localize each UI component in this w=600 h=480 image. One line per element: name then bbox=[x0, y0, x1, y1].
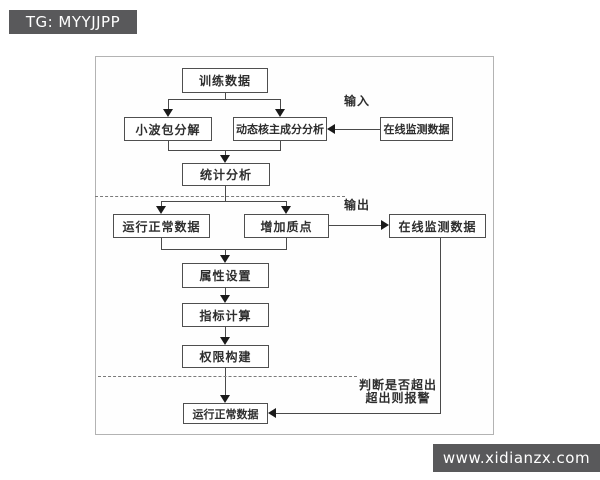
node-statistical-analysis: 统计分析 bbox=[182, 163, 270, 186]
connector bbox=[161, 238, 162, 249]
connector bbox=[276, 413, 441, 414]
connector bbox=[286, 201, 287, 207]
connector bbox=[286, 238, 287, 249]
connector bbox=[225, 288, 226, 296]
arrowhead-down-icon bbox=[156, 206, 166, 214]
node-training-data: 训练数据 bbox=[182, 68, 268, 93]
connector bbox=[168, 99, 281, 100]
connector bbox=[225, 368, 226, 396]
node-dynamic-kernel-pca: 动态核主成分分析 bbox=[233, 117, 327, 141]
node-wavelet-packet-decomposition: 小波包分解 bbox=[124, 117, 212, 141]
node-normal-operation-data: 运行正常数据 bbox=[113, 214, 210, 238]
connector bbox=[335, 129, 380, 130]
output-label: 输出 bbox=[344, 198, 371, 212]
arrowhead-down-icon bbox=[220, 337, 230, 345]
node-online-monitoring-data-output: 在线监测数据 bbox=[389, 214, 486, 238]
connector bbox=[225, 186, 226, 201]
judgment-note: 判断是否超出 超出则报警 bbox=[356, 379, 440, 405]
node-attribute-setting: 属性设置 bbox=[182, 263, 269, 288]
node-normal-operation-data-bottom: 运行正常数据 bbox=[183, 403, 268, 424]
connector bbox=[168, 141, 169, 150]
arrowhead-down-icon bbox=[220, 255, 230, 263]
connector bbox=[161, 201, 287, 202]
arrowhead-left-icon bbox=[268, 408, 276, 418]
arrowhead-left-icon bbox=[327, 124, 335, 134]
connector bbox=[225, 150, 226, 156]
telegram-watermark-banner: TG: MYYJJPP bbox=[9, 10, 137, 34]
judgment-note-line2: 超出则报警 bbox=[365, 391, 431, 405]
arrowhead-down-icon bbox=[220, 155, 230, 163]
connector bbox=[161, 249, 287, 250]
connector bbox=[329, 225, 381, 226]
judgment-note-line1: 判断是否超出 bbox=[358, 378, 437, 392]
connector bbox=[225, 249, 226, 256]
arrowhead-down-icon bbox=[281, 206, 291, 214]
node-add-mass-point: 增加质点 bbox=[244, 214, 329, 238]
dashed-separator bbox=[98, 376, 357, 377]
arrowhead-right-icon bbox=[381, 220, 389, 230]
connector bbox=[225, 327, 226, 338]
connector bbox=[168, 99, 169, 110]
node-index-calculation: 指标计算 bbox=[182, 303, 269, 327]
arrowhead-down-icon bbox=[163, 109, 173, 117]
input-label: 输入 bbox=[344, 94, 371, 108]
connector bbox=[161, 201, 162, 207]
connector bbox=[440, 238, 441, 413]
node-online-monitoring-data-input: 在线监测数据 bbox=[380, 117, 453, 141]
website-watermark-banner: www.xidianzx.com bbox=[433, 444, 600, 472]
connector bbox=[168, 150, 281, 151]
arrowhead-down-icon bbox=[220, 395, 230, 403]
connector bbox=[225, 93, 226, 99]
arrowhead-down-icon bbox=[275, 109, 285, 117]
connector bbox=[280, 99, 281, 110]
dashed-separator bbox=[95, 196, 345, 197]
node-threshold-construction: 权限构建 bbox=[182, 345, 269, 368]
connector bbox=[280, 141, 281, 150]
arrowhead-down-icon bbox=[220, 295, 230, 303]
